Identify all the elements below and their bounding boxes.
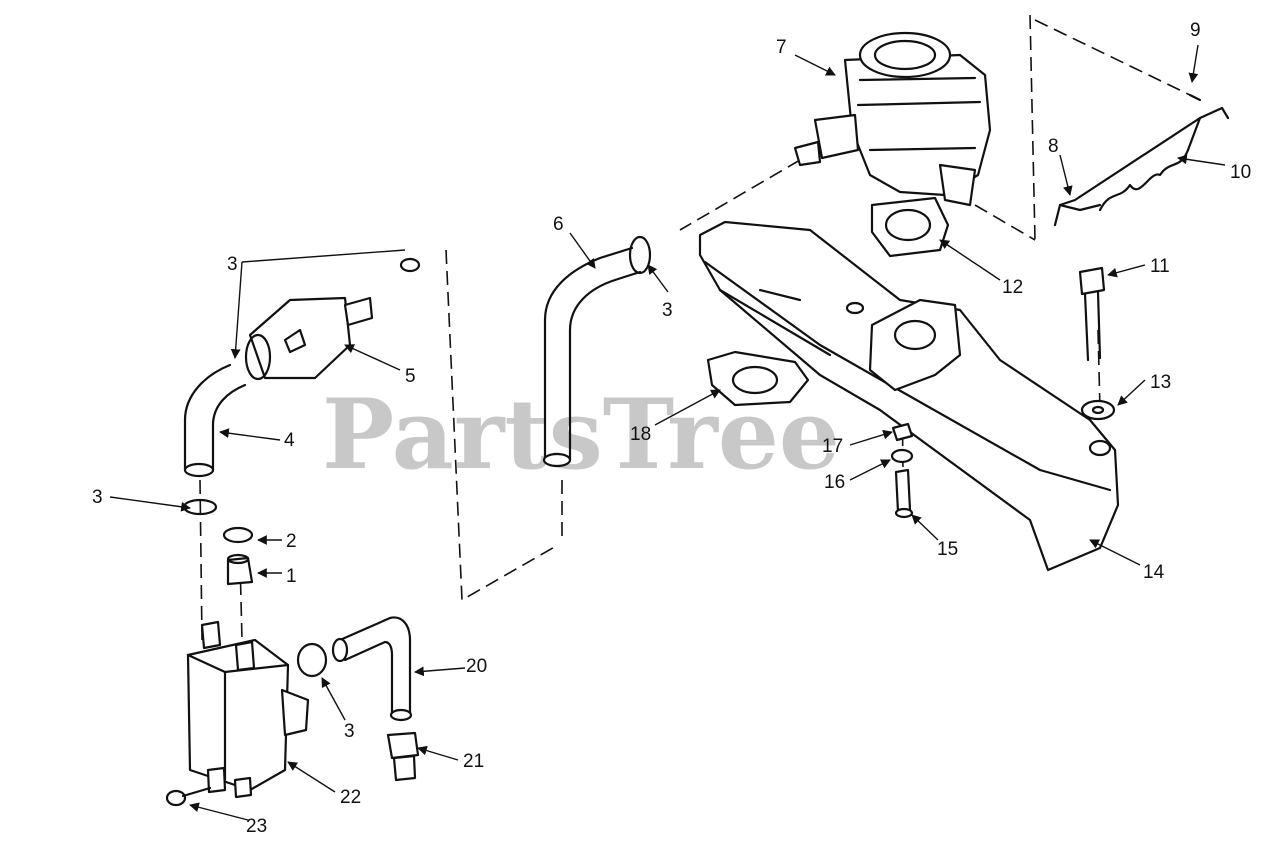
callout-8: 8 [1048,136,1059,157]
callout-5: 5 [405,366,416,387]
callout-20: 20 [466,656,487,677]
nut-washer-bolt [890,422,914,519]
callout-22: 22 [340,787,361,808]
callout-16: 16 [824,472,845,493]
leader-lines [109,44,1226,821]
callout-4: 4 [284,430,295,451]
callout-3-clamp-pump: 3 [344,721,355,742]
callout-12: 12 [1002,277,1023,298]
fuel-filter [244,257,421,381]
callout-9: 9 [1190,20,1201,41]
callout-3-clamp-lower: 3 [92,487,103,508]
fitting [226,553,254,586]
callout-7: 7 [776,37,787,58]
callout-14: 14 [1143,562,1165,583]
callout-2: 2 [286,531,297,552]
callout-11: 11 [1150,256,1170,277]
washer [1080,399,1116,421]
fuel-hose-elbow [542,235,652,468]
fuel-hose-filter [183,363,247,478]
throttle-linkage [1053,93,1230,227]
fuel-pump [186,620,310,799]
carburetor-gasket [870,196,950,258]
intake-manifold [698,220,1120,572]
callout-13: 13 [1150,372,1171,393]
callout-17: 17 [822,436,843,457]
hose-fitting [386,731,420,782]
bolt-long [1078,266,1106,362]
callout-23: 23 [246,816,267,837]
callout-18: 18 [630,424,651,445]
fuel-hose-pump [331,616,413,722]
callout-6: 6 [553,214,564,235]
callout-labels: 1 2 3 3 3 3 4 5 6 7 8 9 10 11 12 13 14 1… [92,20,1251,837]
callout-3-clamp-top: 3 [227,254,238,275]
callout-10: 10 [1230,162,1251,183]
screw [165,786,212,807]
callout-21: 21 [463,751,484,772]
callout-1: 1 [286,566,297,587]
manifold-gasket [706,350,810,407]
carburetor [793,31,992,207]
callout-3-clamp-hose: 3 [662,300,673,321]
callout-15: 15 [937,539,958,560]
